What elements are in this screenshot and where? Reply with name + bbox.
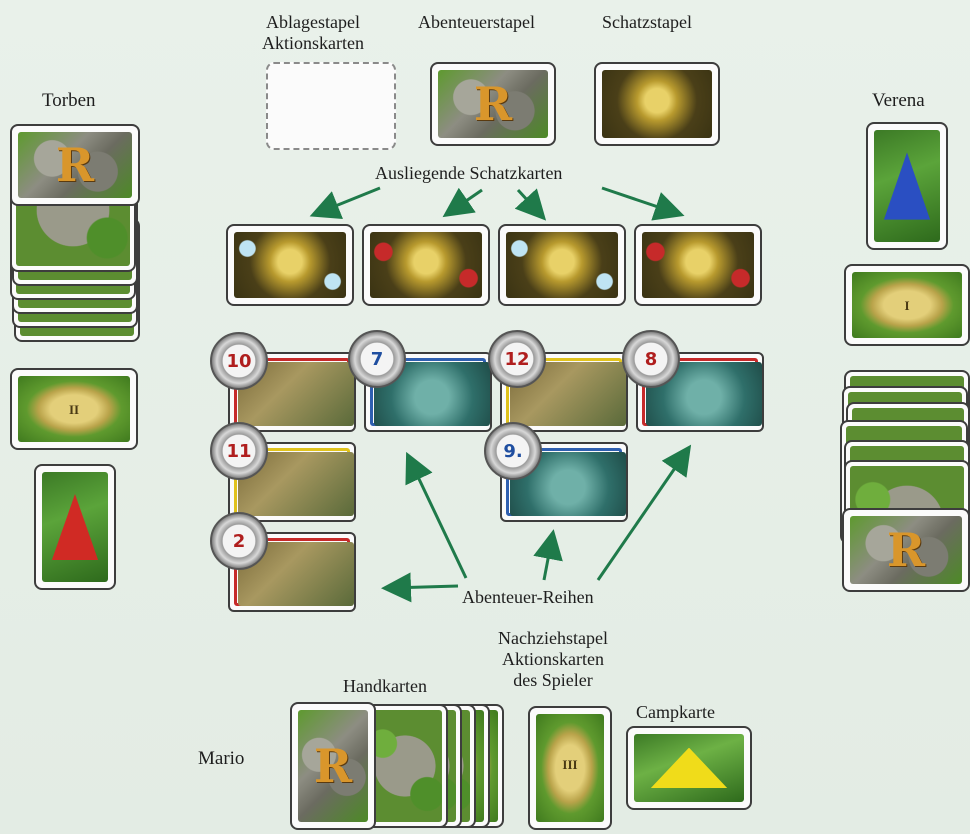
draw-pile-label: Nachziehstapel Aktionskarten des Spieler — [498, 628, 608, 691]
arrow-to-treasure-1 — [318, 188, 380, 213]
draw-pile-label-line2: Aktionskarten — [498, 649, 608, 670]
red-tent-icon — [52, 494, 98, 560]
verena-roman-numeral: I — [852, 298, 962, 314]
mario-r-letter: R — [298, 739, 368, 793]
arrow-to-row-4 — [598, 452, 686, 580]
torben-camp-card[interactable] — [34, 464, 116, 590]
hand-cards-label: Handkarten — [343, 676, 427, 697]
mario-camp-card[interactable] — [626, 726, 752, 810]
torben-top-card[interactable]: R — [10, 124, 140, 206]
arrow-to-treasure-3 — [518, 190, 540, 214]
draw-pile-label-line1: Nachziehstapel — [498, 628, 608, 649]
player-name-verena: Verena — [872, 90, 925, 112]
blue-tent-icon — [884, 152, 930, 219]
torben-backpack-card[interactable]: II — [10, 368, 138, 450]
hand-card-front[interactable]: R — [290, 702, 376, 830]
verena-backpack-card[interactable]: I — [844, 264, 970, 346]
arrow-to-row-3 — [544, 538, 552, 580]
arrow-to-row-1 — [390, 586, 458, 588]
arrow-to-treasure-2 — [450, 190, 482, 212]
verena-top-card[interactable]: R — [842, 508, 970, 592]
yellow-tent-icon — [651, 748, 728, 789]
verena-r-letter: R — [850, 523, 962, 577]
camp-card-label: Campkarte — [636, 702, 715, 723]
torben-r-letter: R — [18, 138, 132, 192]
mario-draw-pile[interactable]: III — [528, 706, 612, 830]
torben-roman-numeral: II — [18, 402, 130, 418]
verena-camp-card[interactable] — [866, 122, 948, 250]
player-name-torben: Torben — [42, 90, 96, 112]
draw-pile-label-line3: des Spieler — [498, 670, 608, 691]
arrow-to-row-2 — [410, 460, 466, 578]
player-name-mario: Mario — [198, 748, 244, 770]
arrow-to-treasure-4 — [602, 188, 676, 213]
mario-roman-numeral: III — [536, 757, 604, 773]
